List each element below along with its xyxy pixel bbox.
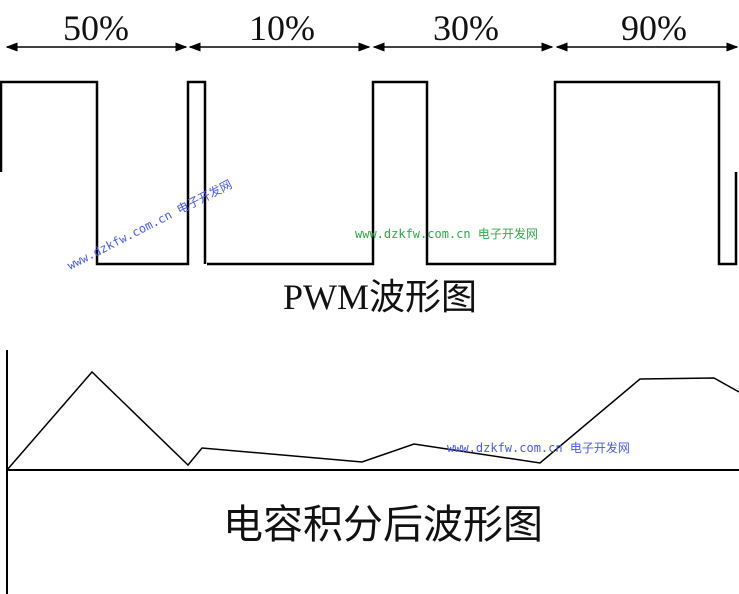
integrated-waveform: [6, 370, 739, 471]
pwm-waveform-2: [207, 80, 738, 266]
integrated-title: 电容积分后波形图: [223, 502, 543, 547]
duty-label-30: 30%: [433, 8, 499, 48]
duty-label-50: 50%: [63, 8, 129, 48]
pwm-title: PWM波形图: [283, 277, 477, 317]
pwm-waveform: [0, 80, 207, 266]
watermark: www.dzkfw.com.cn 电子开发网: [447, 440, 630, 455]
watermark: www.dzkfw.com.cn 电子开发网: [65, 176, 235, 272]
duty-label-90: 90%: [621, 8, 687, 48]
watermark: www.dzkfw.com.cn 电子开发网: [355, 226, 538, 241]
duty-label-10: 10%: [249, 8, 315, 48]
